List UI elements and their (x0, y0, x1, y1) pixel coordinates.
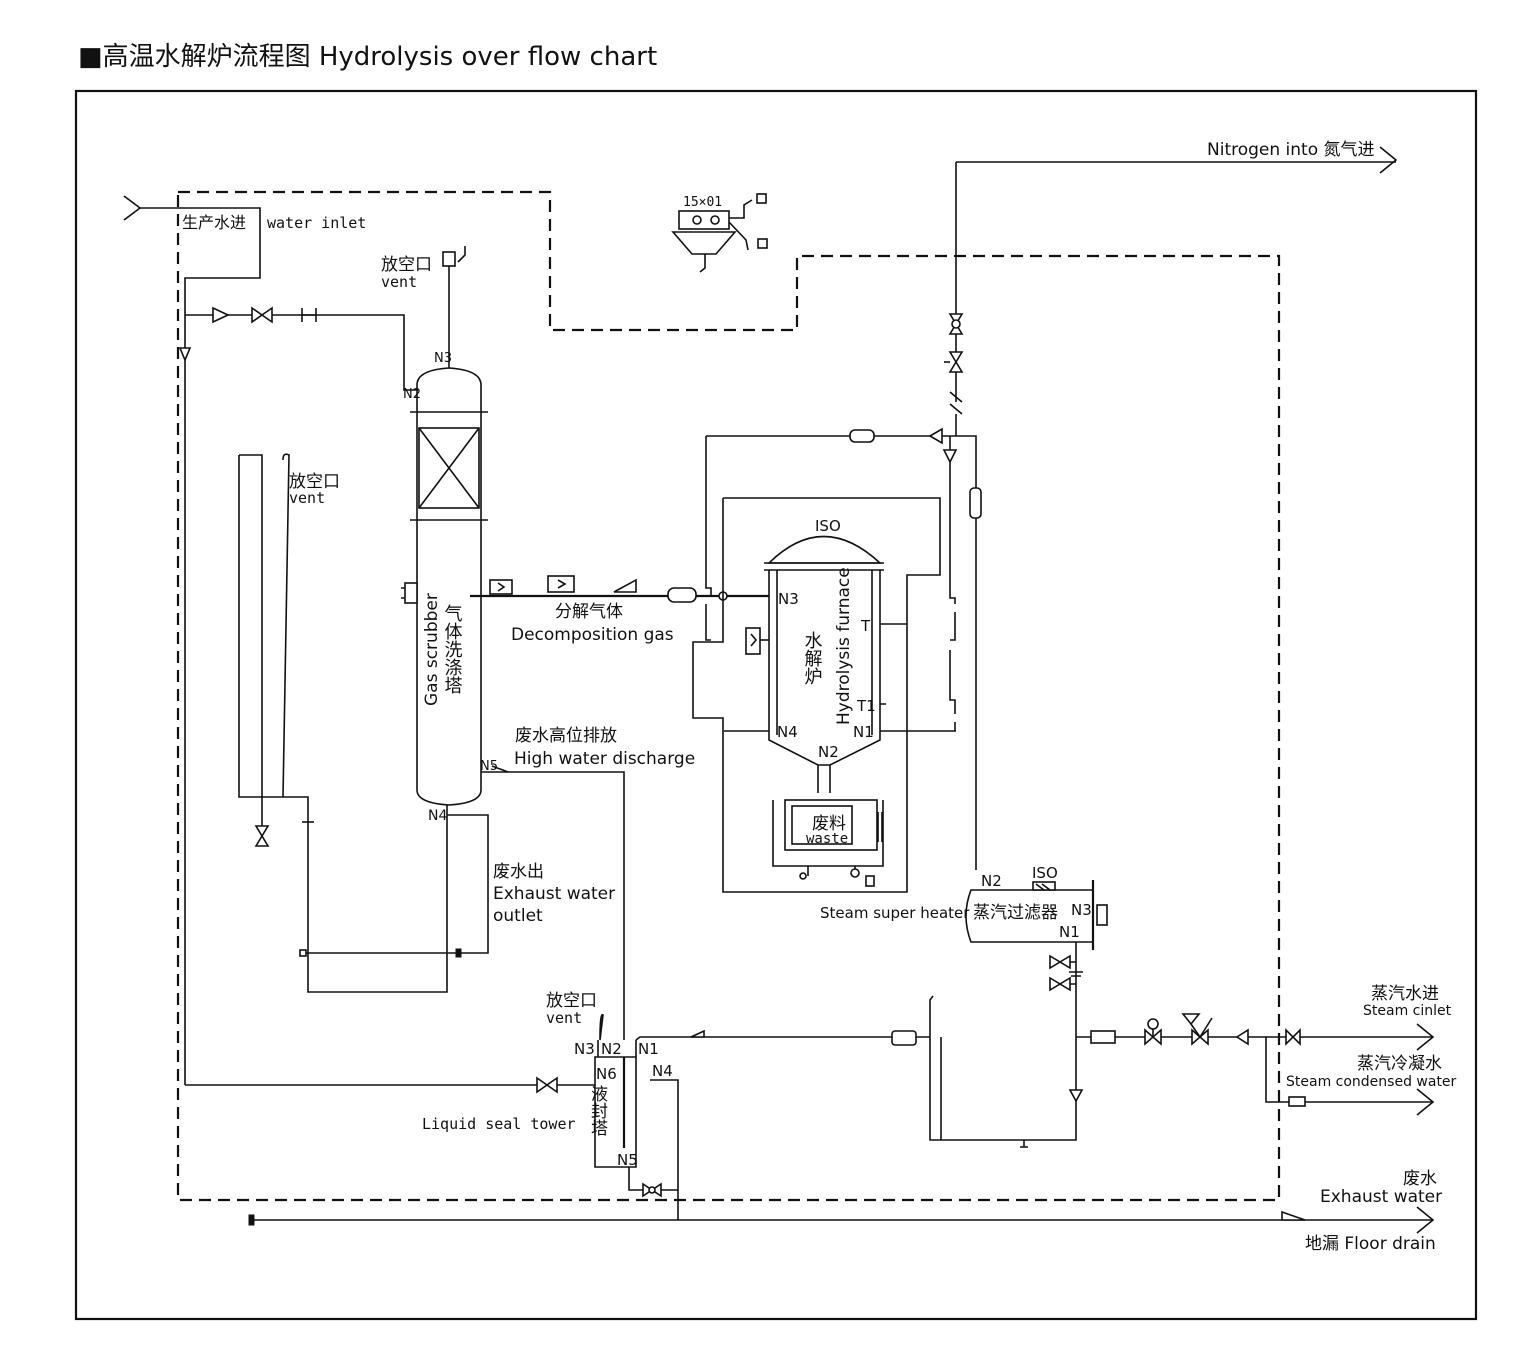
floor-drain-line (248, 1206, 1435, 1234)
nitrogen-label: Nitrogen into 氮气进 (1207, 140, 1375, 160)
steam-inlet-label-cn: 蒸汽水进 (1371, 984, 1439, 1004)
scrubber-vent-label-en: vent (381, 273, 417, 291)
decomposition-gas-label-cn: 分解气体 (555, 602, 623, 622)
floor-drain-label: 地漏 Floor drain (1305, 1234, 1436, 1254)
seal-nozzle-n3: N3 (574, 1040, 595, 1058)
scrubber-nozzle-n2: N2 (403, 387, 421, 402)
scrubber-nozzle-n5: N5 (480, 759, 498, 774)
water-inlet-label-cn: 生产水进 (182, 213, 246, 232)
gas-scrubber-label-en: Gas scrubber (422, 593, 442, 706)
water-inlet-label-en: water inlet (267, 214, 366, 232)
seal-nozzle-n2: N2 (601, 1040, 622, 1058)
furnace-nozzle-n1: N1 (853, 723, 874, 741)
exhaust-outlet-label-en2: outlet (493, 906, 543, 926)
seal-nozzle-n6: N6 (596, 1065, 617, 1083)
left-vent-label-cn: 放空口 (289, 472, 340, 492)
exhaust-water-label-en: Exhaust water (1320, 1187, 1442, 1207)
page-title: ■高温水解炉流程图 Hydrolysis over flow chart (78, 42, 658, 72)
left-vent-label-en: vent (289, 489, 325, 507)
seal-vent-label-cn: 放空口 (546, 991, 597, 1011)
filter-nozzle-n1: N1 (1059, 923, 1080, 941)
high-discharge-label-cn: 废水高位排放 (515, 726, 617, 746)
furnace-nozzle-n2: N2 (818, 743, 839, 761)
high-discharge-label-en: High water discharge (514, 749, 695, 769)
exhaust-outlet-label-en1: Exhaust water (493, 884, 615, 904)
instrument-assembly (671, 193, 768, 273)
filter-nozzle-n3: N3 (1071, 901, 1092, 919)
water-inlet-line (123, 195, 595, 1094)
steam-inlet-label-en: Steam cinlet (1363, 1003, 1452, 1019)
seal-vent-label-en: vent (546, 1009, 582, 1027)
steam-filter (965, 880, 1108, 1037)
furnace-nozzle-n3: N3 (778, 590, 799, 608)
filter-iso-label: ISO (1032, 864, 1058, 882)
high-water-discharge-line (481, 765, 625, 1040)
gas-scrubber-label-cn-group: 气体洗涤塔 (442, 604, 463, 694)
scrubber-nozzle-n4: N4 (428, 808, 447, 824)
liquid-seal-tower (594, 1013, 679, 1220)
seal-nozzle-n4: N4 (652, 1062, 673, 1080)
steam-filter-label-cn: 蒸汽过滤器 (973, 903, 1058, 923)
dashed-area-boundary (176, 190, 1281, 1202)
exhaust-outlet-label-cn: 废水出 (493, 862, 544, 882)
furnace-nozzle-n4: N4 (777, 723, 798, 741)
scrubber-vent-label-cn: 放空口 (381, 255, 432, 275)
steam-super-heater-label: Steam super heater (820, 904, 970, 922)
furnace-iso-label: ISO (815, 517, 841, 535)
decomposition-gas-label-en: Decomposition gas (511, 625, 674, 645)
waste-label-cn: 废料 (812, 814, 846, 834)
seal-nozzle-n1: N1 (638, 1040, 659, 1058)
furnace-label-cn: 水解炉 (802, 631, 823, 685)
furnace-label-en: Hydrolysis furnace (834, 567, 854, 725)
steam-condensed-label-cn: 蒸汽冷凝水 (1357, 1054, 1442, 1074)
liquid-seal-label-en: Liquid seal tower (422, 1115, 576, 1133)
waste-label-en: waste (806, 831, 848, 847)
instrument-code-label: 15×01 (683, 195, 722, 210)
nitrogen-line (705, 146, 1398, 870)
scrubber-nozzle-n3: N3 (434, 351, 452, 366)
filter-nozzle-n2: N2 (981, 872, 1002, 890)
diagram-frame (74, 89, 1478, 1321)
hydrolysis-furnace (692, 497, 956, 893)
liquid-seal-label-cn: 液封塔 (587, 1085, 608, 1136)
furnace-nozzle-t1: T1 (856, 697, 876, 715)
gas-scrubber-label-cn: 气体洗涤塔 (442, 604, 463, 694)
steam-condensed-label-en: Steam condensed water (1286, 1074, 1457, 1090)
seal-nozzle-n5: N5 (617, 1151, 638, 1169)
exhaust-water-label-cn: 废水 (1403, 1169, 1437, 1189)
decomposition-gas-line (470, 575, 769, 603)
steam-inlet-line (929, 995, 1435, 1148)
liquid-seal-feed-line (635, 1029, 930, 1046)
furnace-nozzle-t: T (860, 617, 871, 635)
left-vent-pipe (238, 453, 489, 993)
gas-scrubber (401, 246, 488, 806)
